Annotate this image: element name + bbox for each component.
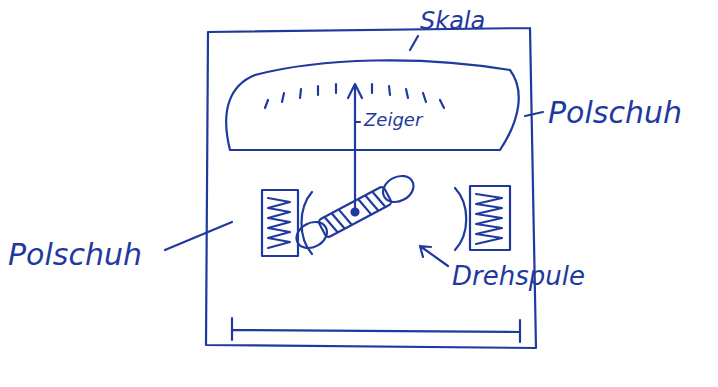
housing-base <box>232 318 520 342</box>
pole-shoe <box>262 190 298 256</box>
pole-face <box>455 188 466 250</box>
leader-arrow <box>420 246 448 266</box>
pointer <box>348 84 362 208</box>
pole-shoe-label: Polschuh <box>8 238 142 271</box>
leader-line <box>410 36 418 50</box>
pole-shoe-label: Polschuh <box>548 96 682 129</box>
leader-line <box>165 222 232 250</box>
magnet-winding <box>476 194 502 244</box>
coil-label: Drehspule <box>452 262 585 291</box>
scale-label: Skala <box>420 8 485 34</box>
housing <box>206 28 536 348</box>
pointer-label: Zeiger <box>364 110 422 130</box>
magnet-winding <box>268 198 290 248</box>
pole-shoe <box>470 186 510 250</box>
rotating-coil <box>292 171 418 253</box>
leader-line <box>356 121 360 123</box>
leader-line <box>525 112 543 116</box>
scale-window <box>226 60 519 150</box>
